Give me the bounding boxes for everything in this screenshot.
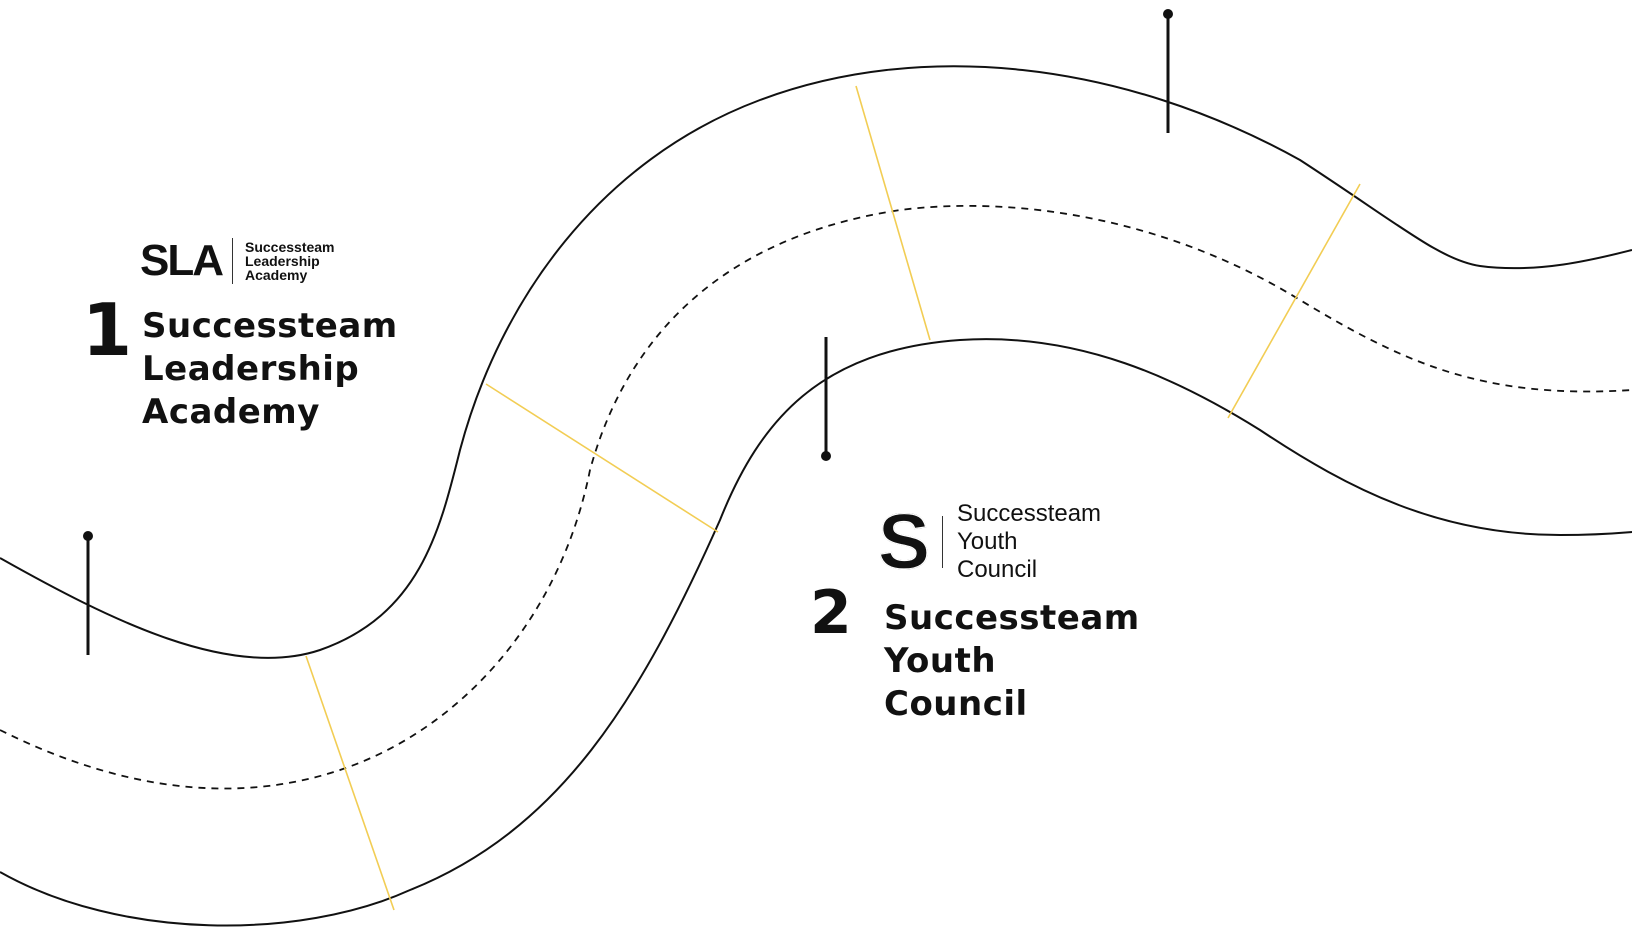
logo-text-line: Academy: [245, 267, 308, 283]
syc-logo-text: Successteam Youth Council: [957, 500, 1101, 584]
logo-text-line: Leadership: [245, 253, 320, 269]
stage-number: 1: [82, 288, 133, 372]
road-center-line: [0, 204, 1632, 790]
milestone-pin: [83, 531, 93, 655]
logo-divider: [942, 516, 943, 568]
road-rung: [855, 85, 931, 341]
logo-divider: [232, 238, 233, 284]
syc-logo-mark: S S: [880, 506, 928, 578]
stage-title-line: Leadership: [142, 349, 360, 389]
syc-logo: S S Successteam Youth Council: [880, 500, 1101, 583]
stage-title-line: Academy: [142, 392, 320, 432]
stage-title-line: Successteam: [142, 306, 398, 346]
road-lower-edge: [0, 338, 1632, 927]
svg-text:S: S: [880, 506, 928, 578]
sla-logo: SLA Successteam Leadership Academy: [140, 236, 335, 286]
road-rung: [305, 655, 395, 911]
stage-title-line: Successteam: [884, 598, 1140, 638]
svg-text:S: S: [880, 506, 928, 578]
logo-text-line: Successteam: [245, 239, 335, 255]
milestone-pin: [821, 337, 831, 461]
varsity-s-icon: S S: [880, 506, 928, 578]
sla-logo-text: Successteam Leadership Academy: [245, 240, 335, 282]
road-rung: [1227, 183, 1361, 419]
stage-title-line: Youth Council: [884, 641, 1028, 724]
stage-number: 2: [810, 578, 852, 648]
logo-text-line: Successteam: [956, 500, 1102, 527]
stage-title: Successteam Youth Council: [884, 597, 1140, 726]
road-upper-edge: [0, 65, 1632, 659]
logo-text-line: Youth Council: [956, 528, 1038, 583]
road-rung: [485, 383, 719, 533]
milestone-pin: [1163, 9, 1173, 133]
stage-title: Successteam Leadership Academy: [142, 305, 398, 434]
sla-logo-mark: SLA: [140, 236, 224, 285]
